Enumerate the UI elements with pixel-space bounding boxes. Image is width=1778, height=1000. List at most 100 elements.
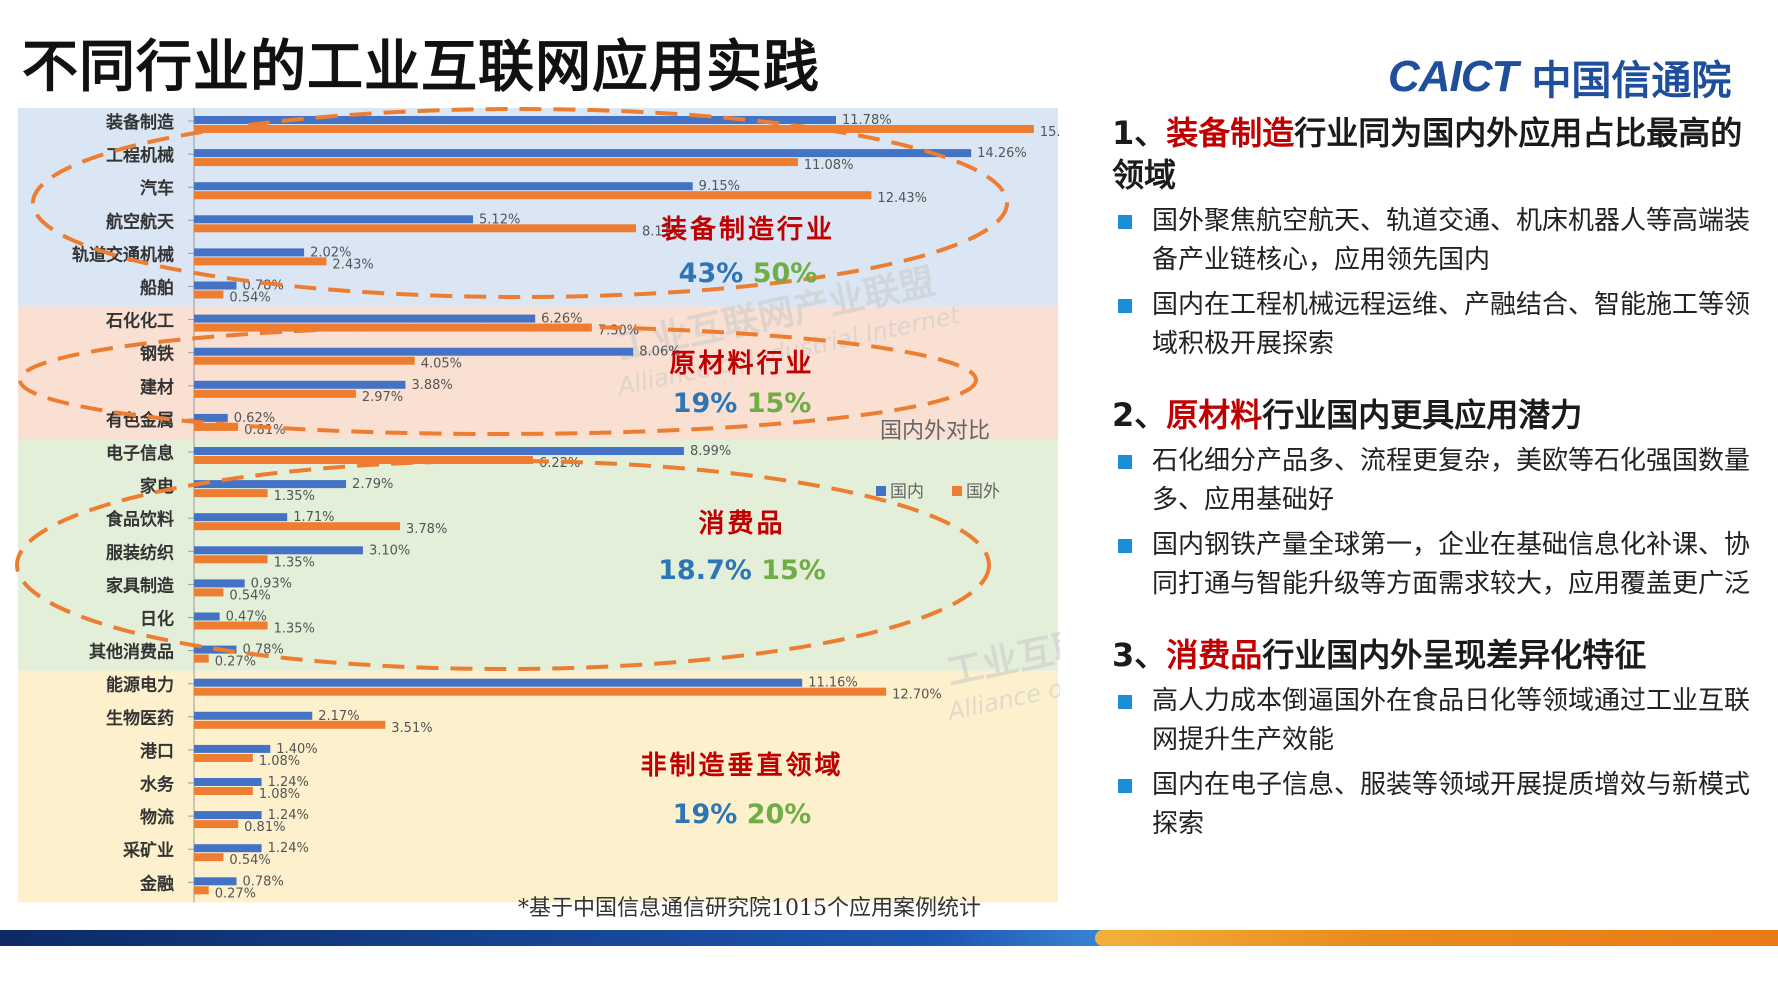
highlight-ellipse (31, 107, 1009, 299)
data-label-foreign: 1.35% (274, 555, 315, 570)
legend-swatch-foreign (952, 486, 962, 496)
bar-domestic (194, 612, 220, 621)
group-band (18, 670, 1058, 903)
bottom-band (0, 930, 1778, 946)
group-name: 消费品 (698, 509, 785, 539)
bar-foreign (194, 191, 872, 200)
bar-foreign (194, 158, 798, 167)
square-bullet-icon (1118, 299, 1132, 313)
square-bullet-icon (1118, 779, 1132, 793)
group-name: 装备制造行业 (661, 214, 835, 245)
group-share-foreign: 20% (747, 799, 812, 830)
category-label: 装备制造 (105, 112, 175, 133)
data-label-foreign: 2.97% (362, 390, 403, 405)
bar-foreign (194, 224, 636, 233)
group-share-foreign: 50% (753, 258, 818, 289)
band-orange (1095, 930, 1778, 946)
bar-domestic (194, 248, 305, 257)
category-label: 物流 (140, 807, 174, 828)
bar-domestic (194, 778, 262, 786)
category-label: 轨道交通机械 (72, 244, 174, 265)
bar-domestic (194, 579, 245, 588)
category-label: 电子信息 (106, 443, 174, 464)
key-point-section: 2、原材料行业国内更具应用潜力石化细分产品多、流程更复杂，美欧等石化强国数量多、… (1112, 394, 1752, 604)
category-label: 金融 (139, 873, 174, 894)
data-label-foreign: 8.11% (642, 224, 683, 239)
data-label-foreign: 1.35% (274, 622, 315, 637)
key-point-rest: 行业同为国内外应用占比最高的领域 (1112, 114, 1743, 194)
bar-foreign (194, 820, 239, 829)
bar-foreign (194, 456, 533, 464)
bar-foreign (194, 257, 327, 266)
bar-foreign (194, 621, 268, 630)
data-label-domestic: 1.24% (268, 775, 309, 790)
category-label: 其他消费品 (89, 642, 174, 663)
bar-foreign (194, 356, 415, 365)
group-name: 非制造垂直领域 (640, 750, 843, 781)
bar-foreign (194, 125, 1034, 133)
bar-foreign (194, 489, 268, 498)
group-band (18, 108, 1058, 307)
data-label-domestic: 11.16% (808, 676, 858, 691)
bullet-item: 石化细分产品多、流程更复杂，美欧等石化强国数量多、应用基础好 (1112, 442, 1752, 520)
key-point-number: 3、 (1112, 636, 1167, 674)
bar-foreign (194, 787, 253, 795)
bar-foreign (194, 422, 239, 431)
bullet-text: 国内在电子信息、服装等领域开展提质增效与新模式探索 (1152, 770, 1751, 839)
category-label: 航空航天 (106, 211, 175, 232)
group-share-domestic: 18.7% (658, 555, 761, 586)
key-point-highlight: 装备制造 (1166, 114, 1295, 152)
bar-domestic (194, 413, 228, 422)
group-share-foreign: 15% (747, 388, 812, 419)
data-label-foreign: 1.08% (259, 787, 300, 802)
bullet-item: 国内在电子信息、服装等领域开展提质增效与新模式探索 (1112, 766, 1752, 844)
data-label-foreign: 15.41% (1040, 125, 1060, 140)
caict-logo: CAICT 中国信通院 (1388, 52, 1731, 104)
data-label-domestic: 1.40% (276, 742, 317, 757)
square-bullet-icon (1118, 695, 1132, 709)
category-label: 钢铁 (140, 344, 174, 365)
bar-foreign (194, 720, 386, 729)
category-label: 生物医药 (106, 708, 174, 729)
bar-foreign (194, 323, 592, 332)
data-label-domestic: 0.62% (234, 411, 275, 426)
logo-en: CAICT (1388, 52, 1518, 101)
key-point-section: 1、装备制造行业同为国内外应用占比最高的领域国外聚焦航空航天、轨道交通、机床机器… (1112, 112, 1752, 364)
key-point-title: 3、消费品行业国内外呈现差异化特征 (1112, 634, 1752, 676)
data-label-foreign: 0.54% (229, 291, 270, 306)
data-label-domestic: 9.15% (699, 179, 740, 194)
bar-domestic (194, 447, 684, 455)
bar-domestic (194, 844, 262, 853)
key-point-rest: 行业国内更具应用潜力 (1262, 396, 1583, 434)
category-label: 采矿业 (122, 840, 174, 861)
data-label-foreign: 1.35% (274, 489, 315, 504)
legend-swatch-domestic (876, 486, 886, 496)
bar-foreign (194, 753, 253, 762)
data-label-domestic: 1.24% (268, 841, 309, 856)
bar-domestic (194, 877, 237, 886)
data-label-domestic: 8.06% (639, 345, 680, 360)
data-label-foreign: 0.81% (244, 820, 285, 835)
data-label-domestic: 11.78% (842, 113, 892, 128)
bar-foreign (194, 389, 356, 398)
bar-foreign (194, 886, 209, 895)
data-label-domestic: 2.79% (352, 477, 393, 492)
bar-domestic (194, 347, 634, 356)
group-share-domestic: 19% (673, 799, 747, 830)
footnote: *基于中国信息通信研究院1015个应用案例统计 (518, 896, 981, 921)
category-label: 能源电力 (106, 675, 174, 696)
data-label-foreign: 0.54% (229, 588, 270, 603)
data-label-foreign: 12.70% (892, 688, 942, 703)
bar-domestic (194, 480, 347, 489)
bar-domestic (194, 380, 406, 389)
category-label: 石化化工 (105, 311, 174, 332)
highlight-ellipse (18, 324, 978, 436)
category-label: 工程机械 (106, 145, 174, 166)
key-point-highlight: 原材料 (1166, 396, 1263, 434)
highlight-ellipse (15, 459, 991, 671)
bar-foreign (194, 588, 224, 597)
group-share: 18.7% 15% (658, 555, 826, 586)
bullet-item: 国内钢铁产量全球第一，企业在基础信息化补课、协同打通与智能升级等方面需求较大，应… (1112, 526, 1752, 604)
data-label-foreign: 0.27% (215, 655, 256, 670)
